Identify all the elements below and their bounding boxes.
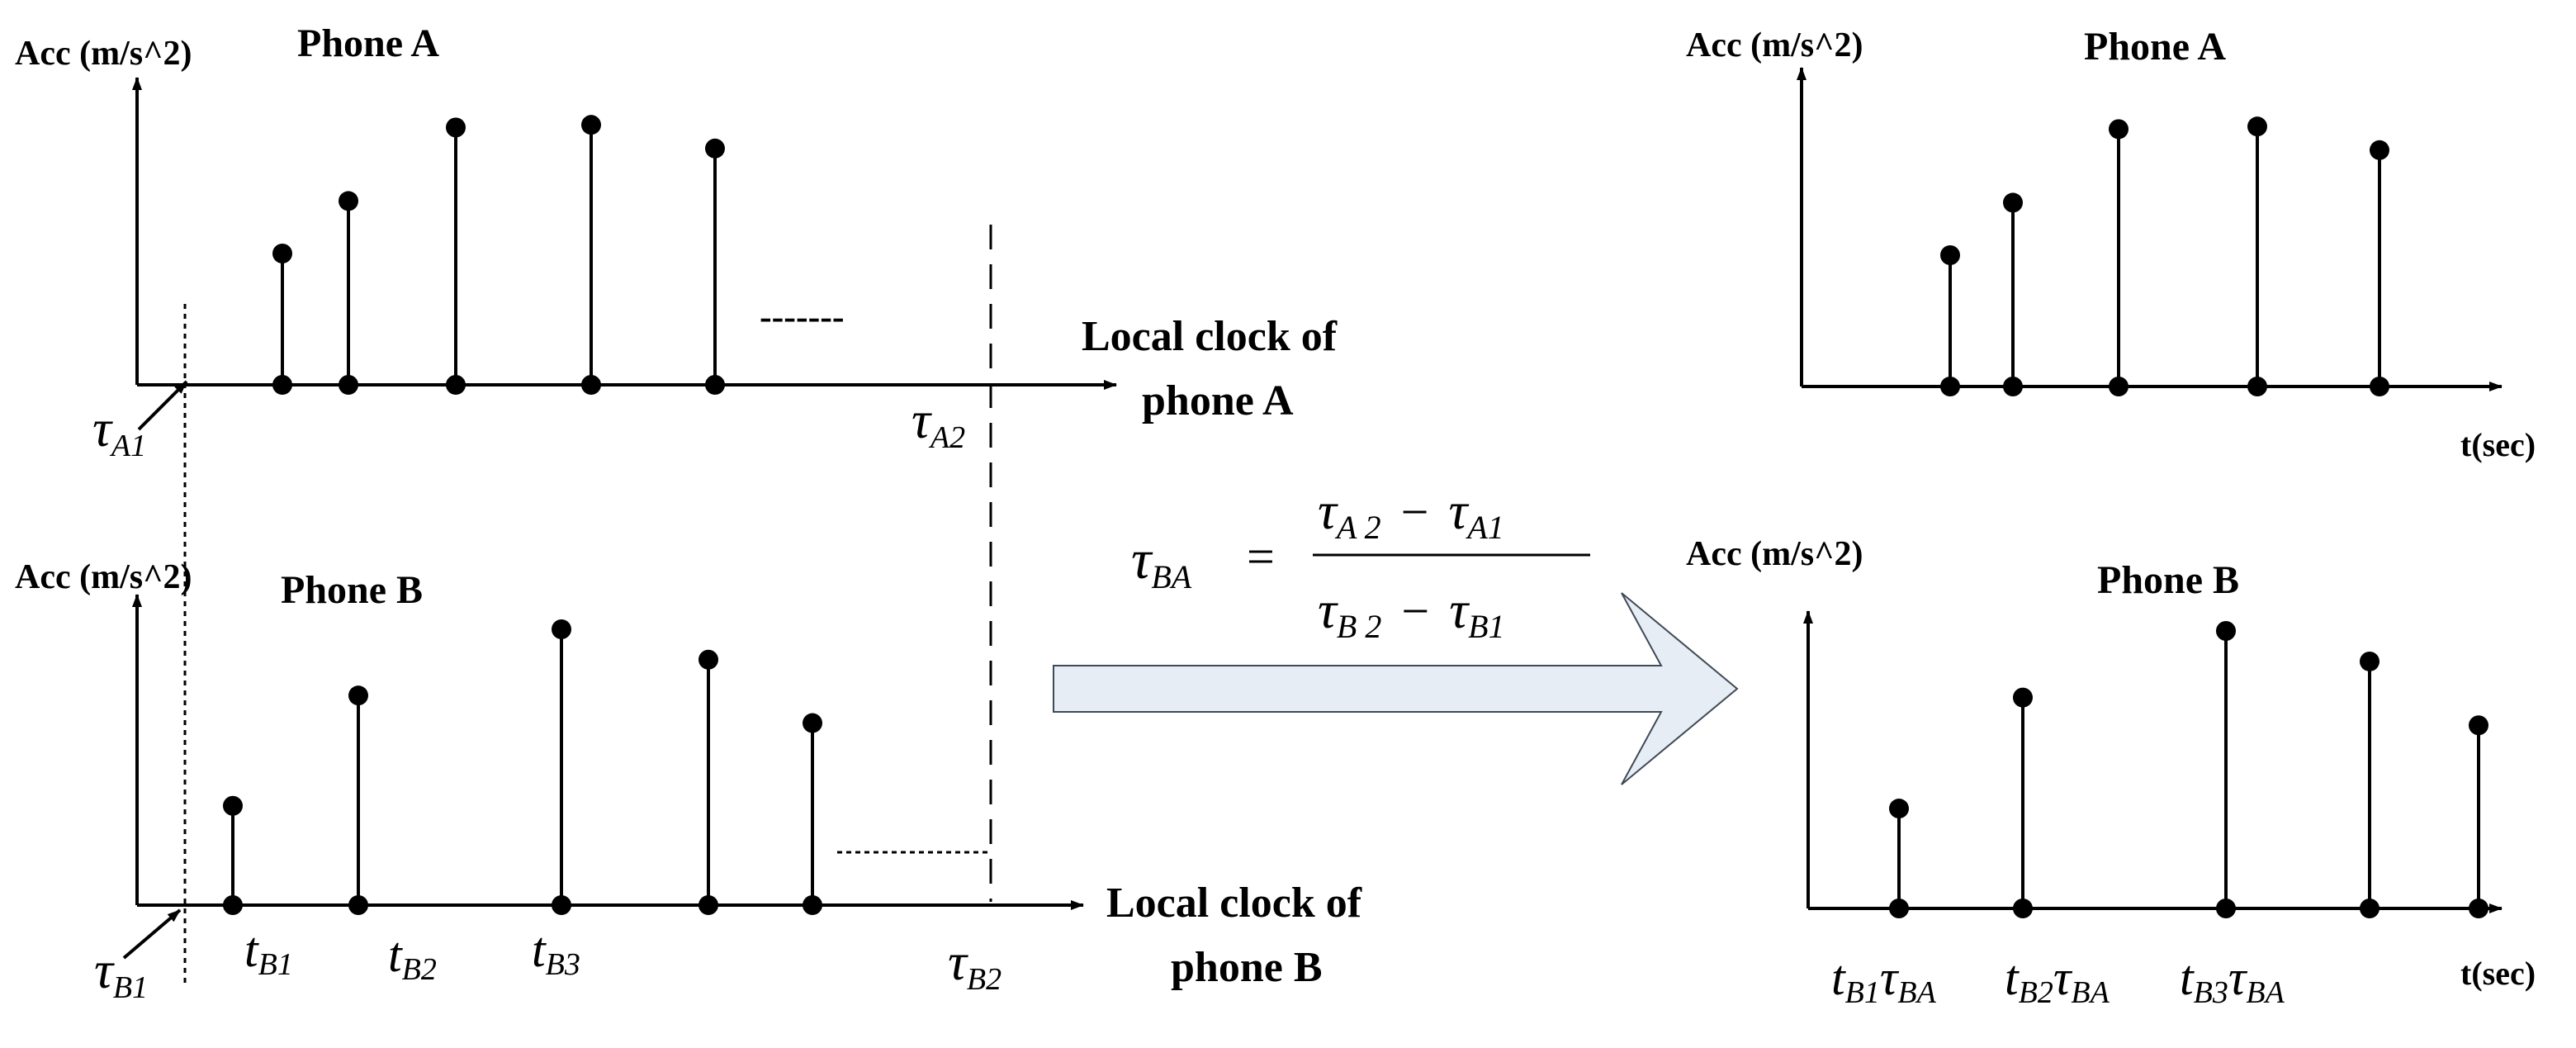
left-b-axis-label-line1: Local clock of [1106, 880, 1362, 927]
tau-b1-pointer-arrow [122, 908, 182, 960]
left-a-axis-label-line2: phone A [1142, 377, 1294, 424]
left-b-stem-base-dot-1 [223, 895, 243, 915]
left-a-title: Phone A [297, 21, 439, 65]
left-a-stem-base-dot-1 [272, 375, 292, 395]
left-b-stem-top-dot-3 [552, 619, 571, 639]
right-b-y-label: Acc (m/s^2) [1686, 535, 1863, 573]
tau-b2-label: τB2 [948, 932, 1002, 997]
right-b-stem-base-dot-5 [2469, 899, 2488, 918]
left-a-stem-base-dot-3 [446, 375, 466, 395]
t-b1-label: tB1 [244, 922, 293, 982]
right-t-b2-tau-label: tB2τBA [2005, 951, 2110, 1010]
left-a-stems [272, 115, 725, 395]
formula-lhs: τBA [1131, 528, 1192, 595]
right-t-b1-tau-label: tB1τBA [1831, 951, 1937, 1010]
scaling-formula: τBA = τA 2−τA1 τB 2−τB1 [1131, 481, 1590, 645]
right-panel-phone-a: Acc (m/s^2) Phone A t(sec) [1686, 25, 2536, 463]
right-b-stem-base-dot-1 [1889, 899, 1909, 918]
right-b-stems [1889, 621, 2488, 918]
right-b-stem-base-dot-2 [2013, 899, 2033, 918]
left-a-stem-top-dot-3 [446, 117, 466, 138]
right-a-stems [1940, 116, 2389, 396]
formula-denominator: τB 2−τB1 [1318, 581, 1505, 645]
left-b-stem-top-dot-1 [223, 795, 243, 816]
right-b-title: Phone B [2097, 558, 2239, 602]
right-panel-phone-b: Acc (m/s^2) Phone B t(sec) tB1τBA tB2τBA… [1686, 535, 2536, 1010]
right-a-x-label: t(sec) [2460, 426, 2536, 463]
right-t-b3-tau-label: tB3τBA [2180, 951, 2285, 1010]
right-a-y-label: Acc (m/s^2) [1686, 26, 1863, 64]
left-a-stem-base-dot-2 [339, 375, 358, 395]
left-b-axis-label-line2: phone B [1171, 944, 1323, 991]
left-b-title: Phone B [281, 568, 423, 612]
left-a-stem-base-dot-5 [705, 375, 725, 395]
tau-b1-label: τB1 [94, 941, 148, 1005]
left-b-stem-top-dot-4 [698, 649, 718, 670]
right-a-stem-base-dot-3 [2109, 377, 2129, 396]
right-b-stem-top-dot-3 [2216, 621, 2236, 641]
t-b3-label: tB3 [532, 922, 580, 982]
right-a-stem-base-dot-2 [2003, 377, 2023, 396]
left-b-stem-base-dot-2 [348, 895, 368, 915]
left-b-y-label: Acc (m/s^2) [15, 558, 192, 596]
right-b-stem-top-dot-1 [1889, 799, 1909, 819]
right-a-stem-base-dot-1 [1940, 377, 1960, 396]
left-a-stem-base-dot-4 [581, 375, 601, 395]
right-b-stem-top-dot-4 [2360, 651, 2379, 671]
tau-a1-pointer-arrow [137, 380, 188, 431]
right-b-x-label: t(sec) [2460, 955, 2536, 992]
left-panel-phone-a: Acc (m/s^2) Phone A Local clock of phone… [15, 21, 1338, 463]
right-a-stem-base-dot-4 [2247, 377, 2267, 396]
right-a-stem-top-dot-3 [2109, 119, 2129, 140]
left-a-ellipsis: ------- [760, 296, 845, 337]
left-a-y-label: Acc (m/s^2) [15, 35, 192, 73]
t-b2-label: tB2 [388, 927, 437, 987]
left-a-stem-top-dot-2 [339, 191, 358, 211]
transform-arrow [1053, 592, 1739, 785]
left-a-stem-top-dot-4 [581, 115, 601, 135]
formula-equals: = [1247, 529, 1275, 584]
left-b-stem-base-dot-4 [698, 895, 718, 915]
right-a-stem-top-dot-2 [2003, 192, 2023, 213]
tau-a2-label: τA2 [912, 391, 965, 455]
right-a-stem-top-dot-4 [2247, 116, 2267, 137]
left-a-stem-top-dot-1 [272, 244, 292, 263]
right-b-stem-top-dot-5 [2469, 715, 2488, 736]
left-a-stem-top-dot-5 [705, 138, 725, 159]
right-b-stem-base-dot-3 [2216, 899, 2236, 918]
tau-a1-label: τA1 [92, 399, 146, 463]
left-a-axis-label-line1: Local clock of [1082, 313, 1338, 360]
left-b-stem-top-dot-2 [348, 685, 368, 706]
left-b-stem-base-dot-3 [552, 895, 571, 915]
right-a-title: Phone A [2084, 25, 2226, 69]
formula-numerator: τA 2−τA1 [1318, 481, 1504, 546]
right-a-stem-top-dot-5 [2370, 140, 2389, 160]
left-b-stems [223, 619, 822, 915]
left-panel-phone-b: Acc (m/s^2) Phone B Local clock of phone… [15, 558, 1362, 1005]
left-b-stem-base-dot-5 [803, 895, 822, 915]
right-b-stem-base-dot-4 [2360, 899, 2379, 918]
left-b-stem-top-dot-5 [803, 713, 822, 733]
right-a-stem-top-dot-1 [1940, 245, 1960, 265]
right-b-stem-top-dot-2 [2013, 687, 2033, 708]
right-a-stem-base-dot-5 [2370, 377, 2389, 396]
